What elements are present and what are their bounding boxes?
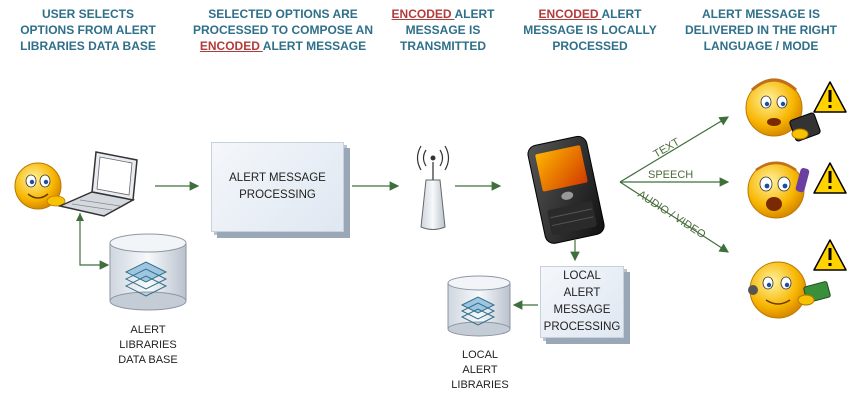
laptop-db-connector	[76, 213, 110, 270]
header-processed: SELECTED OPTIONS ARE PROCESSED TO COMPOS…	[192, 7, 374, 53]
laptop-icon	[57, 151, 138, 217]
alert-libraries-db-label: ALERT LIBRARIES DATA BASE	[118, 324, 178, 366]
header-transmitted: ENCODED ALERT MESSAGE IS TRANSMITTED	[391, 7, 495, 53]
local-database-icon	[447, 275, 511, 337]
channel-audio-video-label: AUDIO / VIDEO	[635, 188, 708, 241]
smartphone-icon	[527, 135, 605, 244]
local-alert-libraries-label: LOCAL ALERT LIBRARIES	[451, 349, 509, 391]
header-delivered: ALERT MESSAGE IS DELIVERED IN THE RIGHT …	[684, 7, 837, 53]
warning-icon	[813, 239, 847, 271]
channel-speech-label: SPEECH	[648, 169, 693, 181]
user-smiley-icon	[14, 162, 66, 210]
channel-text-label: TEXT	[652, 136, 683, 161]
header-user-selects: USER SELECTS OPTIONS FROM ALERT LIBRARIE…	[20, 7, 156, 53]
recipient-audio-video-smiley-icon	[748, 261, 831, 319]
database-icon	[109, 233, 187, 311]
header-locally-processed: ENCODED ALERT MESSAGE IS LOCALLY PROCESS…	[523, 7, 657, 53]
warning-icon	[813, 81, 847, 113]
recipient-text-smiley-icon	[745, 78, 821, 142]
recipient-speech-smiley-icon	[747, 161, 810, 219]
warning-icon	[813, 162, 847, 194]
antenna-icon	[416, 145, 450, 230]
channel-arrows	[619, 116, 730, 253]
